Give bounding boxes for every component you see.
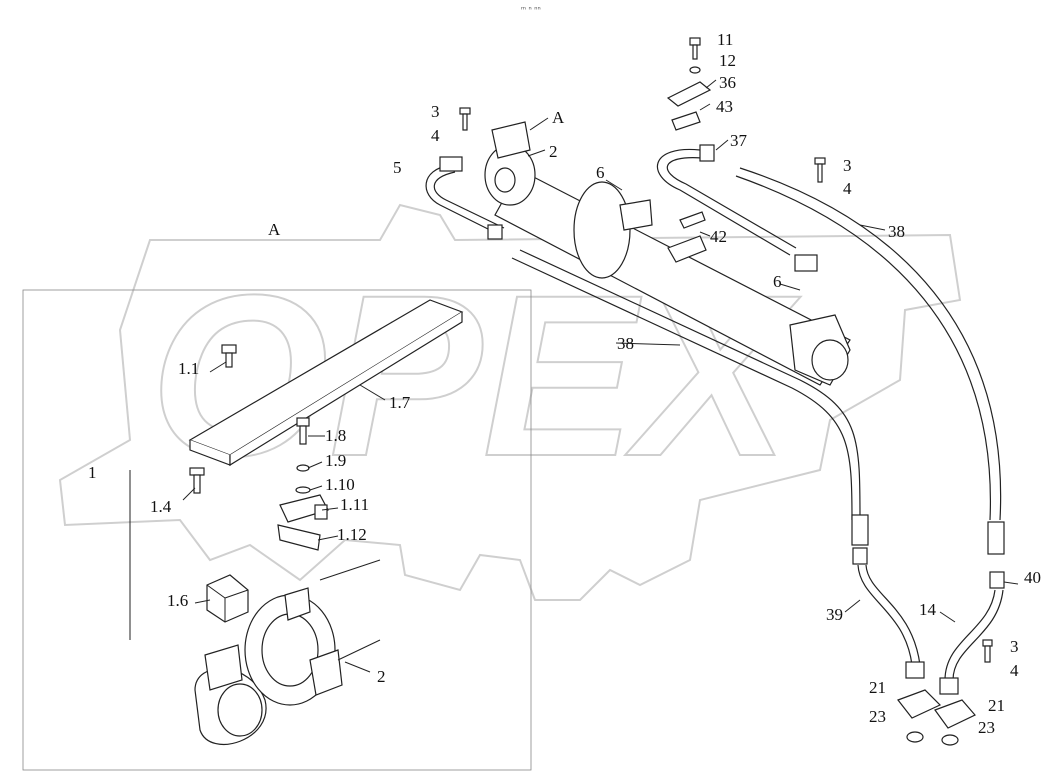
callout-43: 43 [716, 97, 733, 116]
callout-4-right: 4 [843, 179, 852, 198]
channel-bracket [188, 299, 464, 467]
bolt-1-1 [221, 344, 237, 368]
top-mark: ᵐ ⁿ ⁿⁿ [521, 5, 541, 14]
callout-A-top: A [552, 108, 565, 127]
callout-6-top: 6 [596, 163, 605, 182]
callout-11: 11 [717, 30, 733, 49]
callout-1-12: 1.12 [337, 525, 367, 544]
hose-37 [656, 144, 818, 272]
callout-5: 5 [393, 158, 402, 177]
callout-3-right: 3 [843, 156, 852, 175]
callout-2-main: 2 [549, 142, 558, 161]
callout-4-top: 4 [431, 126, 440, 145]
hydraulic-cylinder [484, 121, 851, 386]
callout-3-top: 3 [431, 102, 440, 121]
callout-4-bottom: 4 [1010, 661, 1019, 680]
callout-3-bottom: 3 [1010, 637, 1019, 656]
callout-labels: 1 1.1 1.4 1.6 1.7 1.8 1.9 1.10 1.11 1.12… [88, 30, 1041, 737]
callout-1-1: 1.1 [178, 359, 199, 378]
callout-1-7: 1.7 [389, 393, 411, 412]
hose-38-left [511, 249, 869, 546]
pad-42 [667, 211, 707, 263]
callout-6-right: 6 [773, 272, 782, 291]
callout-38-left: 38 [617, 334, 634, 353]
bolt-11 [689, 37, 701, 74]
cylinder-eye-detail [194, 559, 381, 746]
callout-39: 39 [826, 605, 843, 624]
callout-1-6: 1.6 [167, 591, 188, 610]
callout-1-10: 1.10 [325, 475, 355, 494]
callout-42: 42 [710, 227, 727, 246]
bolt-3-right [814, 157, 826, 183]
pipe-39 [852, 547, 942, 743]
callout-36: 36 [719, 73, 736, 92]
callout-38-right: 38 [888, 222, 905, 241]
clamp-1-12 [277, 524, 321, 551]
callout-23-left: 23 [869, 707, 886, 726]
callout-1-8: 1.8 [325, 426, 346, 445]
callout-21-right: 21 [988, 696, 1005, 715]
bolt-3-top [459, 107, 471, 131]
callout-37: 37 [730, 131, 748, 150]
callout-21-left: 21 [869, 678, 886, 697]
bolt-1-8 [295, 417, 311, 494]
callout-40: 40 [1024, 568, 1041, 587]
clamp-1-11 [279, 494, 329, 523]
leader-lines [129, 79, 1019, 673]
callout-1: 1 [88, 463, 97, 482]
callout-A-left: A [268, 220, 281, 239]
plate-36 [666, 81, 712, 107]
callout-23-right: 23 [978, 718, 995, 737]
hose-5 [425, 156, 505, 240]
bolt-3-bottom [982, 639, 993, 663]
hose-38-right [735, 167, 1005, 555]
callout-14: 14 [919, 600, 937, 619]
watermark-gear: OPEX [58, 203, 962, 601]
block-1-6 [206, 574, 249, 623]
callout-1-4: 1.4 [150, 497, 172, 516]
callout-1-11: 1.11 [340, 495, 369, 514]
pipe-40 [934, 571, 1005, 746]
detail-frame [22, 289, 532, 771]
callout-1-9: 1.9 [325, 451, 346, 470]
pad-43 [671, 111, 701, 131]
callout-2-detail: 2 [377, 667, 386, 686]
bolt-1-4 [189, 467, 205, 494]
callout-12: 12 [719, 51, 736, 70]
